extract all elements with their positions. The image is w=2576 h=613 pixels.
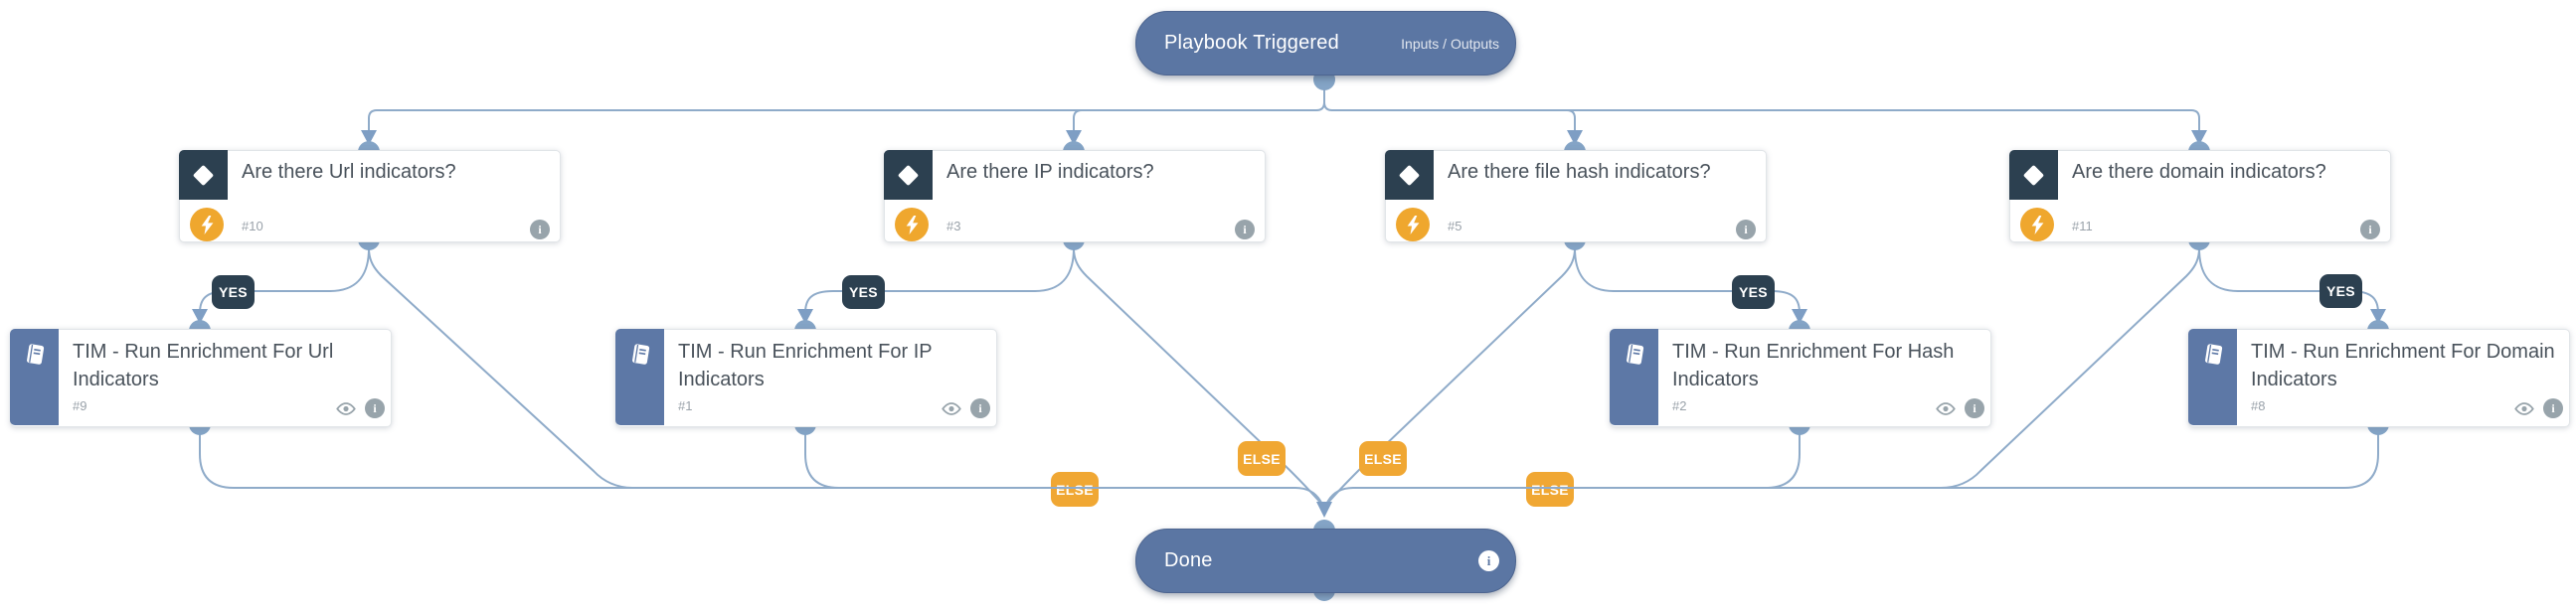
condition-node-url[interactable]: Are there Url indicators? #10 i: [179, 150, 561, 242]
edge-ip-task-to-done: [804, 428, 1293, 489]
playbook-book-icon: [1626, 344, 1643, 365]
quiet-mode-eye-icon[interactable]: [2513, 401, 2535, 421]
playbook-book-icon: [26, 344, 44, 365]
automation-bolt-icon: [2020, 208, 2054, 241]
automation-bolt-icon: [190, 208, 224, 241]
arrow-into-hash-task: [1792, 309, 1807, 324]
task-number: #5: [1448, 219, 1462, 233]
task-number: #11: [2072, 219, 2093, 233]
condition-icon-box: [179, 150, 228, 200]
info-icon[interactable]: i: [1235, 220, 1255, 239]
else-label-url: ELSE: [1051, 472, 1099, 507]
info-icon[interactable]: i: [2360, 220, 2380, 239]
edge-paths: [199, 82, 2379, 507]
task-number: #9: [73, 398, 87, 413]
edge-trigger-to-hash-condition: [1566, 109, 1576, 134]
condition-diamond-icon: [2022, 164, 2045, 186]
playbook-icon-sidebar: [615, 329, 664, 425]
task-node-enrich-domain[interactable]: TIM - Run Enrichment For Domain Indicato…: [2188, 329, 2570, 427]
yes-label-domain: YES: [2319, 274, 2362, 308]
condition-diamond-icon: [192, 164, 215, 186]
task-number: #10: [242, 219, 263, 233]
rail-over-else-domain: [1522, 487, 1578, 489]
arrow-into-ip-condition: [1066, 130, 1082, 145]
task-title: TIM - Run Enrichment For Hash Indicators: [1672, 341, 1955, 390]
task-title: TIM - Run Enrichment For Domain Indicato…: [2251, 341, 2555, 390]
condition-title: Are there file hash indicators?: [1448, 161, 1711, 183]
arrow-into-ip-task: [797, 309, 813, 324]
task-title: TIM - Run Enrichment For Url Indicators: [73, 341, 334, 390]
edge-ip-else: [1073, 247, 1323, 506]
playbook-book-icon: [2204, 344, 2222, 365]
node-ports: [189, 69, 2389, 601]
else-label-hash: ELSE: [1359, 441, 1407, 476]
task-node-enrich-hash[interactable]: TIM - Run Enrichment For Hash Indicators…: [1610, 329, 1991, 427]
playbook-icon-sidebar: [2188, 329, 2237, 425]
task-node-enrich-ip[interactable]: TIM - Run Enrichment For IP Indicators #…: [615, 329, 997, 427]
info-icon[interactable]: i: [365, 398, 385, 418]
condition-diamond-icon: [897, 164, 920, 186]
playbook-triggered-node[interactable]: Playbook Triggered Inputs / Outputs: [1135, 11, 1516, 76]
task-title: TIM - Run Enrichment For IP Indicators: [678, 341, 933, 390]
trigger-title: Playbook Triggered: [1164, 32, 1339, 54]
edge-domain-yes: [2198, 247, 2379, 314]
automation-bolt-icon: [1396, 208, 1430, 241]
edge-trigger-to-ip-condition: [1073, 109, 1083, 134]
arrow-into-done: [1316, 502, 1332, 518]
task-number: #2: [1672, 398, 1687, 413]
condition-icon-box: [1385, 150, 1434, 200]
info-icon[interactable]: i: [530, 220, 550, 239]
edge-url-else: [368, 247, 1293, 489]
condition-node-ip[interactable]: Are there IP indicators? #3 i: [884, 150, 1266, 242]
info-icon[interactable]: i: [1478, 550, 1499, 571]
edge-arrowheads: [192, 130, 2386, 518]
else-label-ip: ELSE: [1238, 441, 1286, 476]
arrow-into-hash-condition: [1567, 130, 1583, 145]
task-number: #3: [946, 219, 961, 233]
else-label-domain: ELSE: [1526, 472, 1574, 507]
edge-url-yes: [199, 247, 370, 314]
edge-ip-yes: [804, 247, 1075, 314]
edge-domain-task-to-done: [1355, 428, 2379, 489]
condition-title: Are there IP indicators?: [946, 161, 1154, 183]
task-number: #1: [678, 398, 693, 413]
done-title: Done: [1164, 549, 1213, 571]
info-icon[interactable]: i: [970, 398, 990, 418]
edge-trigger-to-domain-condition: [1323, 82, 2200, 134]
yes-label-hash: YES: [1732, 275, 1775, 309]
arrow-into-url-task: [192, 309, 208, 324]
edge-trigger-to-url-condition: [368, 82, 1325, 134]
condition-node-domain[interactable]: Are there domain indicators? #11 i: [2009, 150, 2391, 242]
edge-url-task-to-done: [199, 428, 1324, 507]
edge-hash-yes: [1574, 247, 1801, 314]
condition-diamond-icon: [1398, 164, 1421, 186]
condition-icon-box: [2009, 150, 2058, 200]
info-icon[interactable]: i: [1736, 220, 1756, 239]
task-node-enrich-url[interactable]: TIM - Run Enrichment For Url Indicators …: [10, 329, 392, 427]
info-icon[interactable]: i: [2543, 398, 2563, 418]
playbook-icon-sidebar: [10, 329, 59, 425]
playbook-icon-sidebar: [1610, 329, 1658, 425]
info-icon[interactable]: i: [1965, 398, 1984, 418]
condition-icon-box: [884, 150, 933, 200]
inputs-outputs-button[interactable]: Inputs / Outputs: [1401, 35, 1499, 52]
arrow-into-url-condition: [361, 130, 377, 145]
done-node[interactable]: Done i: [1135, 529, 1516, 593]
arrow-into-domain-condition: [2191, 130, 2207, 145]
task-number: #8: [2251, 398, 2266, 413]
yes-label-url: YES: [212, 275, 255, 309]
yes-label-ip: YES: [842, 275, 885, 309]
condition-title: Are there domain indicators?: [2072, 161, 2326, 183]
quiet-mode-eye-icon[interactable]: [941, 401, 962, 421]
condition-node-filehash[interactable]: Are there file hash indicators? #5 i: [1385, 150, 1767, 242]
condition-title: Are there Url indicators?: [242, 161, 456, 183]
rail-over-else-url: [1047, 487, 1103, 489]
quiet-mode-eye-icon[interactable]: [1935, 401, 1957, 421]
edge-hash-else: [1325, 247, 1576, 506]
playbook-book-icon: [631, 344, 649, 365]
arrow-into-domain-task: [2370, 309, 2386, 324]
automation-bolt-icon: [895, 208, 929, 241]
quiet-mode-eye-icon[interactable]: [335, 401, 357, 421]
